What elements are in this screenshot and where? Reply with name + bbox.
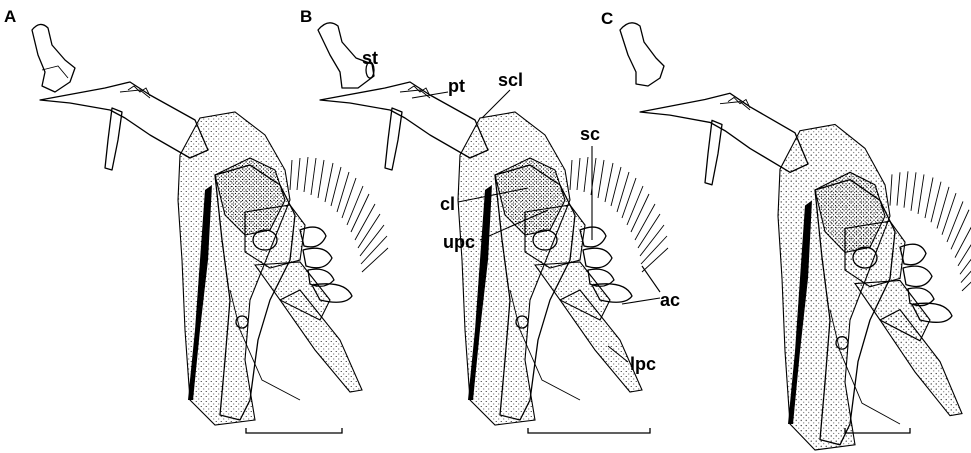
panel-a-letter: A: [4, 7, 16, 26]
label-pt: pt: [448, 76, 465, 96]
label-scl: scl: [498, 70, 523, 90]
label-lpc: lpc: [630, 354, 656, 374]
panel-b-letter: B: [300, 7, 312, 26]
scale-bar-c: [845, 428, 910, 433]
supratemporal-bone-a: [32, 24, 75, 92]
pectoral-girdle-a: [40, 82, 388, 425]
label-st: st: [362, 48, 378, 68]
leader-pt: [412, 92, 448, 98]
panel-c: C: [601, 9, 971, 450]
scale-bar-b: [528, 428, 650, 433]
leader-ac-1: [622, 298, 660, 304]
scale-bar-a: [246, 428, 342, 433]
label-ac: ac: [660, 290, 680, 310]
label-cl: cl: [440, 194, 455, 214]
pectoral-girdle-c: [640, 93, 971, 450]
pectoral-girdle-b: [320, 82, 668, 425]
label-upc: upc: [443, 232, 475, 252]
supratemporal-bone-c: [620, 23, 664, 86]
label-sc: sc: [580, 124, 600, 144]
leader-ac-2: [642, 266, 660, 292]
panel-a: A: [4, 7, 388, 433]
panel-c-letter: C: [601, 9, 613, 28]
